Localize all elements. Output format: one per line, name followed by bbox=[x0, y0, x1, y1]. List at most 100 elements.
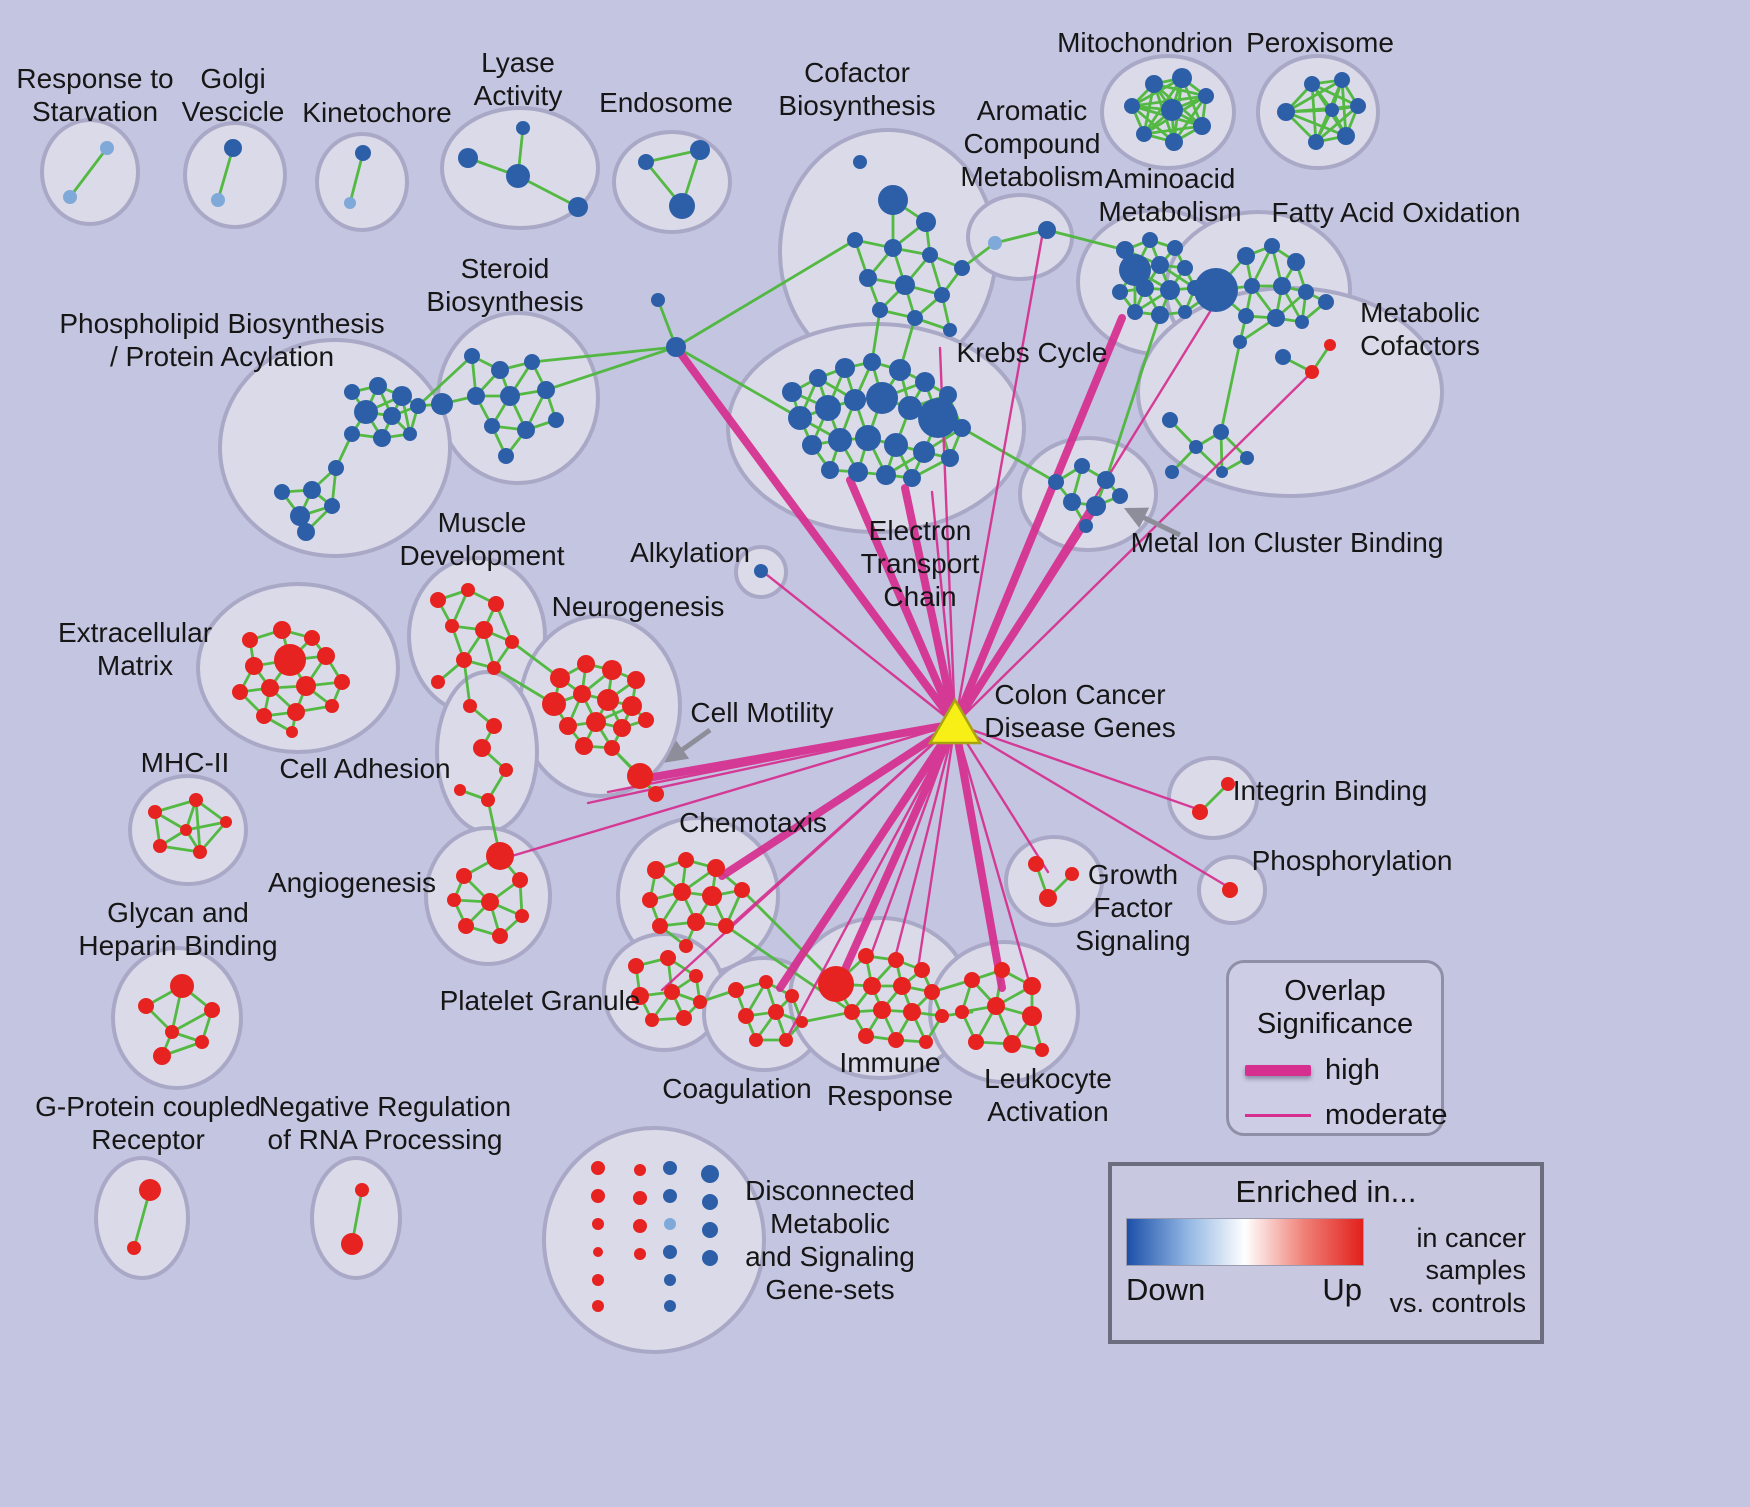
gene-set-node bbox=[274, 644, 306, 676]
gene-set-node bbox=[669, 193, 695, 219]
overlap-edge-mod bbox=[930, 490, 957, 726]
gene-set-node bbox=[1304, 76, 1320, 92]
gene-set-node bbox=[1028, 856, 1044, 872]
gene-set-node bbox=[516, 121, 530, 135]
gene-set-node bbox=[645, 1013, 659, 1027]
gene-set-node bbox=[859, 269, 877, 287]
gene-set-node bbox=[968, 1034, 984, 1050]
gene-set-node bbox=[878, 185, 908, 215]
gene-set-node bbox=[855, 425, 881, 451]
gene-set-node bbox=[586, 712, 606, 732]
gene-set-node bbox=[1305, 365, 1319, 379]
gene-set-node bbox=[512, 872, 528, 888]
gene-set-node bbox=[664, 1218, 676, 1230]
gene-set-node bbox=[486, 842, 514, 870]
gene-set-node bbox=[652, 918, 668, 934]
gene-set-node bbox=[847, 232, 863, 248]
gene-set-node bbox=[628, 958, 644, 974]
gene-set-node bbox=[383, 407, 401, 425]
gene-set-node bbox=[788, 406, 812, 430]
overlap-edge-mod bbox=[953, 722, 1050, 874]
label-fatty-acid-oxidation: Fatty Acid Oxidation bbox=[1271, 197, 1520, 228]
gene-set-node bbox=[809, 369, 827, 387]
gene-set-node bbox=[749, 1033, 763, 1047]
gene-set-node bbox=[919, 1035, 933, 1049]
gene-set-node bbox=[666, 337, 686, 357]
label-angiogenesis: Angiogenesis bbox=[268, 867, 436, 898]
gene-set-node bbox=[964, 972, 980, 988]
gene-set-node bbox=[853, 155, 867, 169]
gene-set-node bbox=[1039, 889, 1057, 907]
gene-set-node bbox=[663, 1189, 677, 1203]
gene-set-node bbox=[410, 398, 426, 414]
enrichment-legend-title: Enriched in... bbox=[1235, 1174, 1417, 1209]
overlap-high-row: high bbox=[1245, 1054, 1425, 1087]
overlap-edge-mod bbox=[953, 300, 1218, 726]
gene-set-node bbox=[903, 1003, 921, 1021]
label-cell-adhesion: Cell Adhesion bbox=[279, 753, 450, 784]
gene-set-node bbox=[297, 523, 315, 541]
gene-set-node bbox=[1023, 977, 1041, 995]
label-mhc-ii: MHC-II bbox=[141, 747, 230, 778]
gene-set-node bbox=[1145, 75, 1163, 93]
overlap-significance-legend: Overlap Significance high moderate bbox=[1226, 960, 1448, 1136]
edge-response-to-starvation bbox=[68, 146, 109, 199]
label-integrin-binding: Integrin Binding bbox=[1233, 775, 1428, 806]
inter-cluster-edge bbox=[416, 354, 474, 408]
cluster-endosome bbox=[612, 130, 732, 234]
gene-set-node bbox=[693, 995, 707, 1009]
gene-set-node bbox=[1079, 519, 1093, 533]
gene-set-node bbox=[1325, 103, 1339, 117]
overlap-moderate-row: moderate bbox=[1245, 1099, 1448, 1132]
gene-set-node bbox=[1216, 466, 1228, 478]
gene-set-node bbox=[903, 469, 921, 487]
gene-set-node bbox=[1035, 1043, 1049, 1057]
gene-set-node bbox=[863, 977, 881, 995]
gene-set-node bbox=[491, 361, 509, 379]
gene-set-node bbox=[638, 712, 654, 728]
gene-set-node bbox=[689, 969, 703, 983]
gene-set-node bbox=[678, 852, 694, 868]
gene-set-node bbox=[702, 1194, 718, 1210]
edge-mitochondrion bbox=[1130, 104, 1176, 144]
gene-set-node bbox=[341, 1233, 363, 1255]
gene-set-node bbox=[1233, 335, 1247, 349]
gene-set-node bbox=[1097, 471, 1115, 489]
gene-set-node bbox=[148, 805, 162, 819]
gene-set-node bbox=[355, 145, 371, 161]
inter-cluster-edge bbox=[674, 345, 802, 420]
gene-set-node bbox=[1264, 238, 1280, 254]
moderate-label: moderate bbox=[1325, 1098, 1448, 1131]
gene-set-node bbox=[475, 621, 493, 639]
gene-set-node bbox=[592, 1218, 604, 1230]
gene-set-node bbox=[325, 699, 339, 713]
gene-set-node bbox=[759, 975, 773, 989]
gene-set-node bbox=[631, 987, 649, 1005]
enrichment-gradient-bar bbox=[1126, 1218, 1364, 1266]
gene-set-node bbox=[718, 918, 734, 934]
gene-set-node bbox=[484, 418, 500, 434]
gene-set-node bbox=[924, 984, 940, 1000]
overlap-edge-high bbox=[674, 346, 959, 728]
enrichment-note: in cancer samples vs. controls bbox=[1389, 1223, 1526, 1318]
gene-set-node bbox=[220, 816, 232, 828]
gene-set-node bbox=[488, 596, 504, 612]
gene-set-node bbox=[139, 1179, 161, 1201]
gene-set-node bbox=[888, 952, 904, 968]
gene-set-node bbox=[1240, 451, 1254, 465]
gene-set-node bbox=[1162, 412, 1178, 428]
gene-set-node bbox=[1022, 1006, 1042, 1026]
gene-set-node bbox=[1038, 221, 1056, 239]
gene-set-node bbox=[1065, 867, 1079, 881]
high-significance-line bbox=[1245, 1064, 1311, 1076]
label-cell-motility: Cell Motility bbox=[690, 697, 833, 728]
gene-set-node bbox=[498, 448, 514, 464]
overlap-edge-mod bbox=[953, 235, 1044, 726]
gene-set-node bbox=[734, 882, 750, 898]
gene-set-node bbox=[828, 428, 852, 452]
overlap-edge-layer bbox=[503, 235, 1314, 1038]
